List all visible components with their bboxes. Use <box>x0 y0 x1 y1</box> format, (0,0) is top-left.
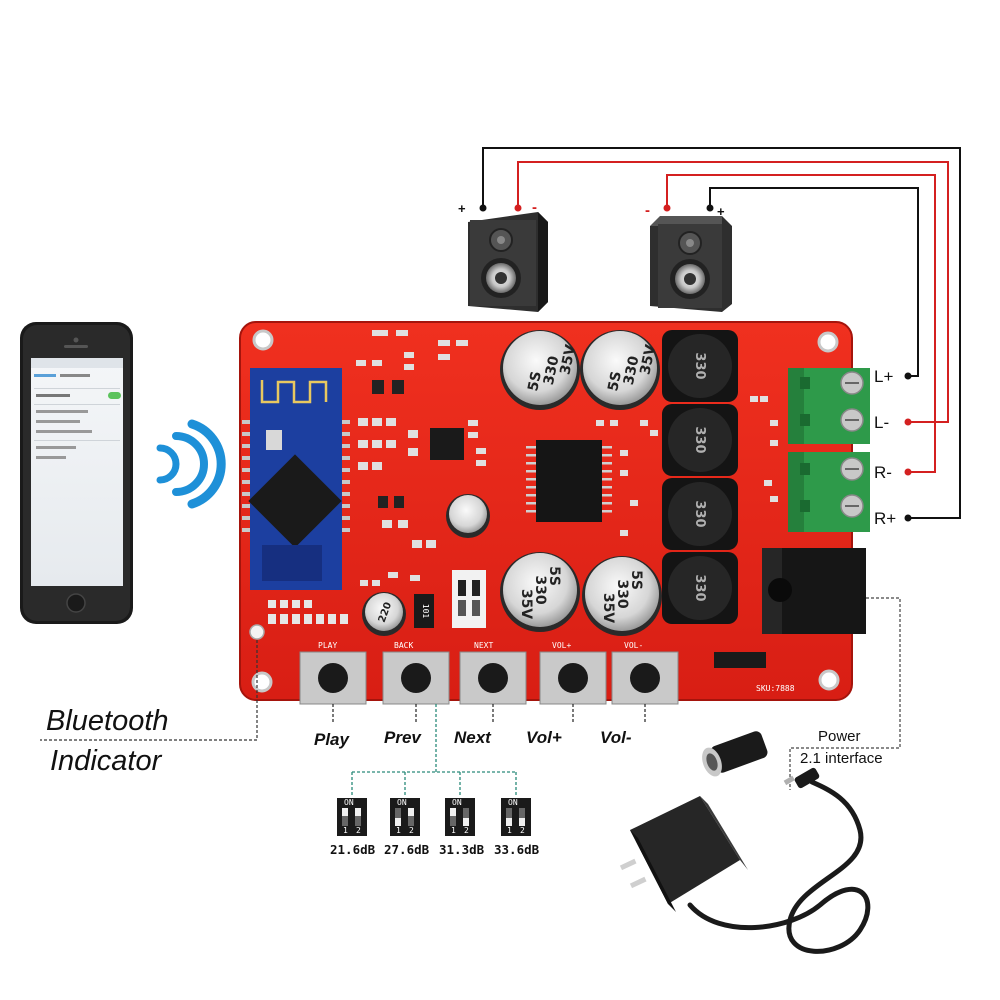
svg-text:2: 2 <box>356 826 361 835</box>
diode-d3 <box>714 652 766 668</box>
svg-text:35V: 35V <box>518 589 534 619</box>
pin-header <box>268 600 348 624</box>
left-speaker-plus-mark: + <box>458 201 466 216</box>
svg-text:5S: 5S <box>605 370 625 393</box>
gain-guide-lines <box>351 704 517 796</box>
svg-text:5S: 5S <box>628 570 644 590</box>
svg-text:35V: 35V <box>637 343 659 376</box>
board-buttons <box>299 651 679 705</box>
svg-text:1: 1 <box>451 826 456 835</box>
bluetooth-indicator-label-line2: Indicator <box>50 745 163 777</box>
left-speaker <box>468 212 548 312</box>
svg-text:2: 2 <box>464 826 469 835</box>
bluetooth-signal-icon <box>156 419 226 509</box>
smd-components <box>356 330 778 586</box>
wire-right-plus <box>709 187 919 377</box>
svg-text:ON: ON <box>344 798 354 807</box>
bluetooth-module <box>242 368 350 590</box>
resistor-101: 101 <box>414 594 434 628</box>
power-leader <box>789 597 901 790</box>
phone-screen <box>31 358 123 586</box>
svg-text:330: 330 <box>692 500 707 527</box>
svg-text:ON: ON <box>452 798 462 807</box>
capacitor-3: 5S 330 35V <box>500 552 580 632</box>
terminal-r-plus: R+ <box>874 509 896 528</box>
amplifier-board: 5S 330 35V 5S 330 35V <box>239 321 870 705</box>
svg-text:330: 330 <box>692 426 707 453</box>
dip-setting-27-6db: ON 1 2 <box>390 798 420 836</box>
capacitor-2: 5S 330 35V <box>580 330 660 410</box>
right-speaker <box>650 216 732 312</box>
vol-minus-label: Vol- <box>600 728 632 747</box>
svg-text:330: 330 <box>532 575 548 604</box>
bluetooth-indicator-label-line1: Bluetooth <box>46 705 169 737</box>
speaker-wires <box>479 147 961 522</box>
board-dip-switch <box>452 570 486 628</box>
button-leaders <box>332 704 646 724</box>
bluetooth-indicator-led <box>249 624 265 640</box>
svg-text:1: 1 <box>396 826 401 835</box>
svg-text:2: 2 <box>409 826 414 835</box>
pcb-mark-vol-plus: VOL+ <box>552 641 571 650</box>
power-label-line1: Power <box>818 728 861 745</box>
power-adapter <box>619 767 871 954</box>
inductor-2: 330 <box>662 404 738 476</box>
capacitor-1: 5S 330 35V <box>500 330 580 410</box>
sku-label: SKU:7888 <box>756 684 795 693</box>
svg-text:35V: 35V <box>557 343 579 376</box>
svg-text:330: 330 <box>621 354 643 386</box>
phone-home-button <box>66 593 86 613</box>
right-speaker-plus-mark: + <box>717 204 725 219</box>
svg-text:5S: 5S <box>546 566 562 586</box>
gain-33-6db: 33.6dB <box>494 842 540 857</box>
amplifier-chip <box>526 440 612 522</box>
terminal-block-left <box>788 368 870 444</box>
dip-setting-33-6db: ON 1 2 <box>501 798 531 836</box>
gain-31-3db: 31.3dB <box>439 842 485 857</box>
svg-text:330: 330 <box>692 574 707 601</box>
inductor-1: 330 <box>662 330 738 402</box>
gain-27-6db: 27.6dB <box>384 842 430 857</box>
gain-21-6db: 21.6dB <box>330 842 376 857</box>
svg-text:101: 101 <box>421 604 430 619</box>
svg-text:330: 330 <box>692 352 707 379</box>
pcb-mark-play: PLAY <box>318 641 337 650</box>
inductor-3: 330 <box>662 478 738 550</box>
terminal-block-right <box>788 452 870 532</box>
dc-power-jack <box>762 548 866 634</box>
dip-setting-21-6db: ON 1 2 <box>337 798 367 836</box>
small-capacitor-1 <box>446 494 490 538</box>
barrel-plug <box>702 731 768 777</box>
terminal-l-minus: L- <box>874 413 889 432</box>
svg-text:330: 330 <box>614 579 630 608</box>
svg-text:ON: ON <box>508 798 518 807</box>
pcb-mark-next: NEXT <box>474 641 493 650</box>
next-label: Next <box>454 728 492 747</box>
vol-plus-label: Vol+ <box>526 728 562 747</box>
svg-text:1: 1 <box>343 826 348 835</box>
prev-label: Prev <box>384 728 422 747</box>
right-speaker-minus-mark: - <box>645 202 650 219</box>
small-capacitor-2: 220 <box>362 592 406 636</box>
dip-setting-31-3db: ON 1 2 <box>445 798 475 836</box>
terminal-l-plus: L+ <box>874 367 893 386</box>
pcb-mark-vol-minus: VOL- <box>624 641 643 650</box>
pcb-mark-back: BACK <box>394 641 413 650</box>
left-speaker-minus-mark: - <box>532 199 537 216</box>
wire-left-plus <box>482 147 961 519</box>
svg-text:35V: 35V <box>600 593 616 623</box>
svg-text:1: 1 <box>507 826 512 835</box>
svg-text:5S: 5S <box>525 370 545 393</box>
svg-text:2: 2 <box>520 826 525 835</box>
play-label: Play <box>314 730 351 749</box>
svg-text:330: 330 <box>541 354 563 386</box>
capacitor-4: 5S 330 35V <box>582 556 662 636</box>
indicator-leader <box>40 640 258 741</box>
inductor-4: 330 <box>662 552 738 624</box>
smartphone <box>20 322 133 624</box>
power-label-line2: 2.1 interface <box>800 750 883 767</box>
terminal-r-minus: R- <box>874 463 892 482</box>
svg-text:ON: ON <box>397 798 407 807</box>
wire-right-minus <box>666 174 936 473</box>
